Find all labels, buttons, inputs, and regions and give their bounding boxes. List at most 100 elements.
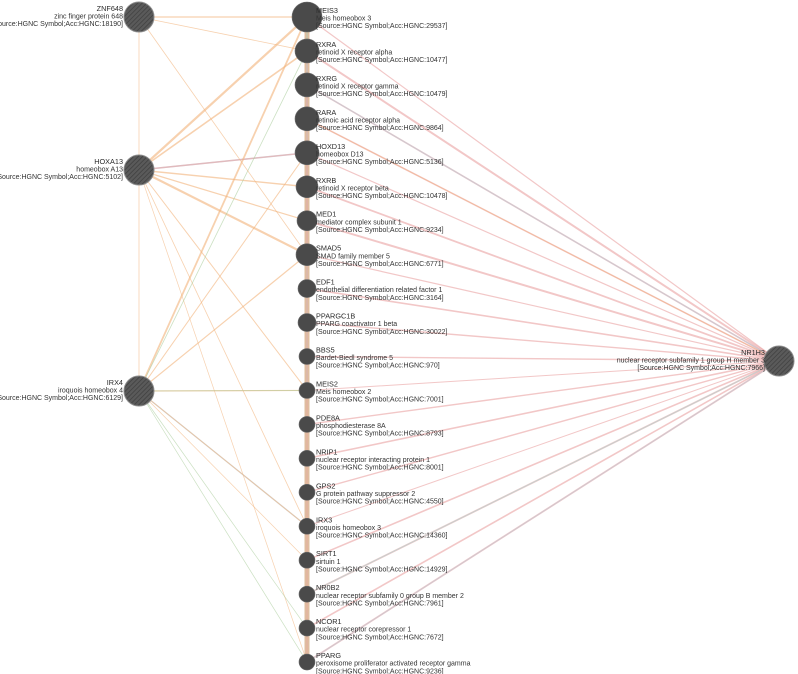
gene-circle[interactable]: [294, 38, 320, 64]
edge-irx4-smad5-predicted[interactable]: [138, 254, 308, 392]
edge-nr1h3-nrip1-physical[interactable]: [306, 360, 780, 460]
gene-circle[interactable]: [296, 210, 318, 231]
gene-name-label: mediator complex subunit 1: [316, 219, 402, 226]
gene-circle[interactable]: [298, 416, 316, 433]
gene-symbol-label: HOXD13: [316, 142, 345, 151]
edge-irx4-ncor1-genetic[interactable]: [138, 390, 308, 629]
gene-circle[interactable]: [298, 551, 316, 569]
gene-circle[interactable]: [298, 619, 316, 637]
gene-source-label: [Source:HGNC Symbol;Acc:HGNC:6771]: [316, 261, 444, 268]
edge-nr1h3-sirt1-physical[interactable]: [306, 360, 780, 562]
gene-circle[interactable]: [291, 1, 323, 33]
gene-symbol-label: ZNF648: [97, 4, 123, 13]
edge-nr1h3-irx3-physical[interactable]: [306, 360, 780, 527]
edge-hoxa13-meis3-predicted[interactable]: [137, 15, 309, 172]
edge-nr1h3-rxra-physical[interactable]: [306, 49, 780, 362]
edge-znf648-rxra-predicted[interactable]: [138, 16, 308, 52]
edge-nr1h3-smad5-physical[interactable]: [306, 254, 780, 362]
edge-hoxa13-smad5-predicted[interactable]: [137, 168, 309, 256]
gene-source-label: [Source:HGNC Symbol;Acc:HGNC:5136]: [316, 159, 444, 166]
gene-circle[interactable]: [294, 106, 320, 132]
edge-hoxa13-pparg-predicted[interactable]: [138, 169, 308, 663]
edge-nr1h3-edf1-physical[interactable]: [306, 287, 780, 362]
edge-nr1h3-nr0b2-pathway[interactable]: [306, 360, 780, 595]
edge-irx4-irx3-predicted[interactable]: [138, 390, 308, 527]
query-gene-circle[interactable]: [763, 345, 795, 377]
gene-circle[interactable]: [295, 243, 319, 266]
edge-hoxa13-meis2-predicted[interactable]: [138, 169, 308, 391]
edge-nr1h3-ppargc1b-physical[interactable]: [306, 321, 780, 362]
gene-circle[interactable]: [295, 175, 319, 199]
query-gene-circle[interactable]: [123, 375, 155, 407]
edge-nr1h3-rxrb-physical[interactable]: [306, 185, 780, 362]
edge-nr1h3-gps2-physical[interactable]: [306, 360, 780, 493]
gene-source-label: [Source:HGNC Symbol;Acc:HGNC:7966]: [637, 365, 765, 372]
gene-circle[interactable]: [294, 72, 320, 98]
edge-nr1h3-pparg-shared-domain[interactable]: [306, 360, 780, 663]
gene-circle[interactable]: [297, 279, 317, 298]
gene-circle[interactable]: [298, 450, 316, 467]
gene-circle[interactable]: [298, 382, 316, 399]
edge-nr1h3-meis2-physical[interactable]: [306, 360, 780, 391]
edge-nr1h3-pde8a-physical[interactable]: [306, 360, 780, 426]
edge-nr1h3-meis3-physical[interactable]: [306, 16, 780, 362]
edge-nr1h3-rxrg-shared-domain[interactable]: [306, 84, 780, 362]
edge-irx4-meis2-genetic[interactable]: [138, 390, 308, 392]
gene-source-label: [Source:HGNC Symbol;Acc:HGNC:9864]: [316, 125, 444, 132]
edge-hoxa13-rxra-predicted[interactable]: [138, 50, 308, 171]
edge-irx4-meis3-predicted[interactable]: [138, 16, 308, 392]
edge-nr1h3-rara-predicted[interactable]: [306, 118, 780, 362]
gene-circle[interactable]: [298, 653, 316, 671]
query-gene-circle[interactable]: [123, 1, 155, 33]
edge-hoxa13-med1-predicted[interactable]: [138, 169, 308, 222]
gene-circle[interactable]: [298, 585, 316, 603]
gene-symbol-label: PPARGC1B: [316, 312, 355, 321]
edge-hoxa13-hoxd13-physical[interactable]: [138, 152, 308, 171]
edge-nr1h3-med1-physical[interactable]: [306, 219, 780, 362]
query-gene-circle[interactable]: [123, 154, 155, 186]
edge-nr1h3-bbs5-physical[interactable]: [306, 355, 780, 362]
gene-circle[interactable]: [294, 140, 320, 166]
edge-znf648-smad5-predicted[interactable]: [138, 16, 308, 256]
edge-irx4-hoxd13-predicted[interactable]: [138, 152, 308, 392]
gene-name-label: retinoic acid receptor alpha: [316, 117, 400, 124]
gene-circle[interactable]: [297, 313, 317, 332]
edge-irx4-sirt1-predicted[interactable]: [138, 390, 308, 561]
gene-source-label: [Source:HGNC Symbol;Acc:HGNC:9236]: [316, 668, 444, 674]
edge-irx4-rxra-genetic[interactable]: [138, 50, 308, 392]
edge-nr1h3-hoxd13-physical[interactable]: [306, 152, 780, 362]
edge-hoxa13-irx3-predicted[interactable]: [138, 169, 308, 527]
edge-hoxa13-rxrb-predicted[interactable]: [138, 169, 308, 188]
edge-nr1h3-ncor1-physical[interactable]: [306, 360, 780, 629]
gene-circle[interactable]: [298, 517, 316, 535]
gene-circle[interactable]: [298, 483, 316, 501]
gene-source-label: [Source:HGNC Symbol;Acc:HGNC:4550]: [316, 499, 444, 506]
gene-circle[interactable]: [298, 348, 316, 365]
edge-irx4-pparg-genetic[interactable]: [138, 390, 308, 663]
